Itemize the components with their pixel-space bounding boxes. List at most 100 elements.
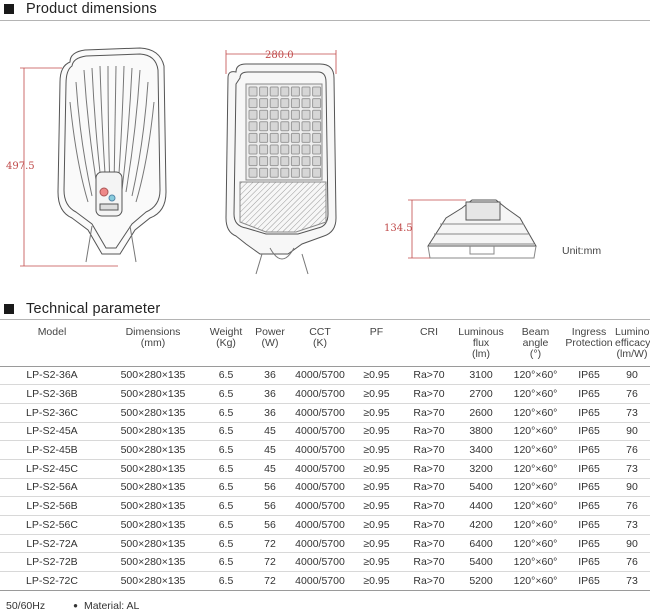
section-title: Product dimensions [26, 1, 157, 17]
table-cell: 6.5 [202, 496, 250, 516]
led-chip [312, 132, 322, 143]
table-cell: 45 [250, 422, 290, 442]
table-cell: ≥0.95 [350, 440, 403, 460]
table-cell: 6.5 [202, 440, 250, 460]
table-cell: 4000/5700 [290, 459, 350, 479]
table-cell: LP-S2-45C [0, 459, 104, 479]
table-cell: 4000/5700 [290, 478, 350, 498]
led-chip [312, 86, 322, 97]
led-chip [248, 132, 258, 143]
table-cell: 120°×60° [507, 459, 564, 479]
table-cell: 4000/5700 [290, 403, 350, 423]
table-cell: Ra>70 [403, 459, 455, 479]
table-cell: 6.5 [202, 403, 250, 423]
table-cell: 120°×60° [507, 552, 564, 573]
table-cell: 500×280×135 [104, 534, 202, 554]
table-cell: 5200 [455, 571, 507, 591]
led-chip [269, 132, 279, 143]
table-cell: 500×280×135 [104, 422, 202, 442]
led-chip [280, 167, 290, 178]
table-cell: 72 [250, 571, 290, 591]
led-chip [290, 98, 300, 109]
table-cell: 3200 [455, 459, 507, 479]
led-chip [290, 132, 300, 143]
footnote-frequency: 50/60Hz [6, 600, 46, 612]
table-cell: 56 [250, 515, 290, 535]
table-cell: IP65 [564, 403, 614, 423]
led-chip [301, 156, 311, 167]
led-chip [259, 167, 269, 178]
table-cell: LP-S2-45A [0, 422, 104, 442]
column-header: CCT(K) [290, 327, 350, 366]
led-chip [280, 144, 290, 155]
led-chip [280, 121, 290, 132]
table-cell: 6.5 [202, 422, 250, 442]
table-cell: 72 [250, 552, 290, 573]
led-chip [312, 98, 322, 109]
table-cell: 500×280×135 [104, 515, 202, 535]
height-dimension-label: 134.5 [384, 223, 413, 234]
table-cell: Ra>70 [403, 496, 455, 516]
product-dimension-drawing: 497.5 280.0 134.5 [6, 47, 537, 275]
footnote-material: Material: AL [73, 600, 139, 612]
led-chip [290, 121, 300, 132]
table-cell: 90 [614, 366, 650, 386]
table-cell: Ra>70 [403, 571, 455, 591]
table-cell: 6.5 [202, 515, 250, 535]
led-chip [248, 156, 258, 167]
led-chip [248, 98, 258, 109]
table-cell: IP65 [564, 496, 614, 516]
table-cell: 500×280×135 [104, 478, 202, 498]
table-cell: ≥0.95 [350, 459, 403, 479]
table-cell: LP-S2-72A [0, 534, 104, 554]
table-cell: 4000/5700 [290, 422, 350, 442]
led-chip [248, 86, 258, 97]
table-cell: 76 [614, 496, 650, 516]
column-header-line: (lm) [471, 348, 491, 360]
column-header-line: Model [37, 326, 67, 338]
table-cell: 120°×60° [507, 496, 564, 516]
table-cell: 120°×60° [507, 534, 564, 554]
column-header: Weight(Kg) [202, 327, 250, 366]
table-cell: 120°×60° [507, 384, 564, 404]
bullet-square-icon [4, 4, 14, 14]
table-cell: 120°×60° [507, 478, 564, 498]
table-cell: 76 [614, 440, 650, 460]
table-cell: 76 [614, 552, 650, 573]
column-header-line: Power [255, 326, 285, 338]
led-chip [248, 109, 258, 120]
table-cell: 4000/5700 [290, 384, 350, 404]
side-view-lamp [427, 199, 537, 259]
table-cell: 56 [250, 478, 290, 498]
led-chip [259, 86, 269, 97]
table-cell: ≥0.95 [350, 422, 403, 442]
led-chip [290, 109, 300, 120]
table-cell: 6.5 [202, 366, 250, 386]
column-header-line: Luminous [458, 326, 504, 338]
led-chip [280, 156, 290, 167]
column-header-line: CCT [309, 326, 331, 338]
column-header-line: Dimensions [125, 326, 181, 338]
table-cell: ≥0.95 [350, 515, 403, 535]
table-cell: ≥0.95 [350, 366, 403, 386]
led-chip [301, 109, 311, 120]
table-cell: 36 [250, 384, 290, 404]
led-chip [301, 121, 311, 132]
table-cell: ≥0.95 [350, 552, 403, 573]
column-header-line: Weight [209, 326, 243, 338]
table-cell: ≥0.95 [350, 403, 403, 423]
table-cell: 6.5 [202, 478, 250, 498]
column-header-line: efficacy [615, 337, 650, 349]
table-cell: 56 [250, 496, 290, 516]
table-cell: IP65 [564, 478, 614, 498]
table-cell: 5400 [455, 552, 507, 573]
table-cell: IP65 [564, 534, 614, 554]
table-cell: 73 [614, 403, 650, 423]
table-cell: 500×280×135 [104, 496, 202, 516]
